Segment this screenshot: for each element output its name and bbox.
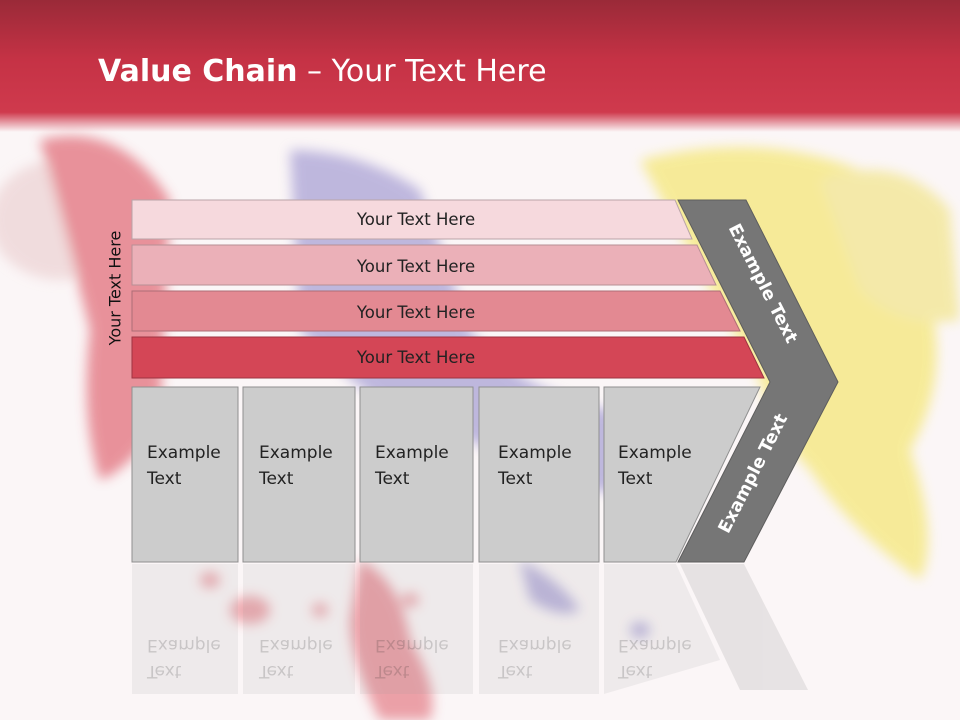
box-3-reflection-line2: Text — [375, 661, 410, 681]
box-5-text: Example Text — [618, 440, 713, 492]
box-3-line1: Example — [375, 443, 449, 463]
box-5-reflection-line1: Example — [618, 635, 692, 655]
box-4-line1: Example — [498, 443, 572, 463]
slide-title-rest: – Your Text Here — [297, 54, 547, 89]
box-1-reflection-line1: Example — [147, 635, 221, 655]
row-4[interactable]: Your Text Here — [131, 336, 765, 379]
box-1[interactable] — [131, 386, 239, 563]
row-2-shape — [131, 244, 717, 286]
box-5[interactable] — [603, 386, 761, 563]
box-4-reflection-line1: Example — [498, 635, 572, 655]
box-2-reflection-line2: Text — [259, 661, 294, 681]
row-2[interactable]: Your Text Here — [131, 244, 717, 286]
box-4-text: Example Text — [498, 440, 593, 492]
boxes-reflection — [132, 564, 808, 694]
box-3-text: Example Text — [375, 440, 470, 492]
box-3-reflection-line1: Example — [375, 635, 449, 655]
row-2-label: Your Text Here — [356, 257, 475, 276]
row-1-label: Your Text Here — [356, 210, 475, 229]
box-4-line2: Text — [498, 469, 533, 489]
row-4-shape — [131, 336, 765, 379]
row-3-shape — [131, 290, 741, 332]
box-1-line1: Example — [147, 443, 221, 463]
row-3-label: Your Text Here — [356, 303, 475, 322]
box-2-line2: Text — [259, 469, 294, 489]
box-2-reflection-text: Text Example — [259, 632, 333, 684]
box-3[interactable] — [359, 386, 474, 563]
box-5-line2: Text — [618, 469, 653, 489]
box-2-text: Example Text — [259, 440, 354, 492]
title-bar — [0, 0, 960, 132]
row-3[interactable]: Your Text Here — [131, 290, 741, 332]
slide-title: Value Chain – Your Text Here — [98, 54, 547, 89]
box-1-reflection-line2: Text — [147, 661, 182, 681]
box-2-reflection-line1: Example — [259, 635, 333, 655]
box-2[interactable] — [242, 386, 356, 563]
box-2-line1: Example — [259, 443, 333, 463]
box-4-reflection-line2: Text — [498, 661, 533, 681]
box-5-line1: Example — [618, 443, 692, 463]
box-1-reflection-text: Text Example — [147, 632, 221, 684]
box-5-reflection-text: Text Example — [618, 632, 692, 684]
box-4-reflection-text: Text Example — [498, 632, 572, 684]
box-3-line2: Text — [375, 469, 410, 489]
box-4[interactable] — [478, 386, 600, 563]
box-1-line2: Text — [147, 469, 182, 489]
row-1-shape — [131, 199, 693, 240]
row-1[interactable]: Your Text Here — [131, 199, 693, 240]
box-5-reflection-line2: Text — [618, 661, 653, 681]
box-1-text: Example Text — [147, 440, 242, 492]
box-3-reflection-text: Text Example — [375, 632, 449, 684]
chevron-arrow[interactable] — [677, 199, 839, 563]
slide-title-bold: Value Chain — [98, 54, 298, 89]
row-4-label: Your Text Here — [356, 348, 475, 367]
